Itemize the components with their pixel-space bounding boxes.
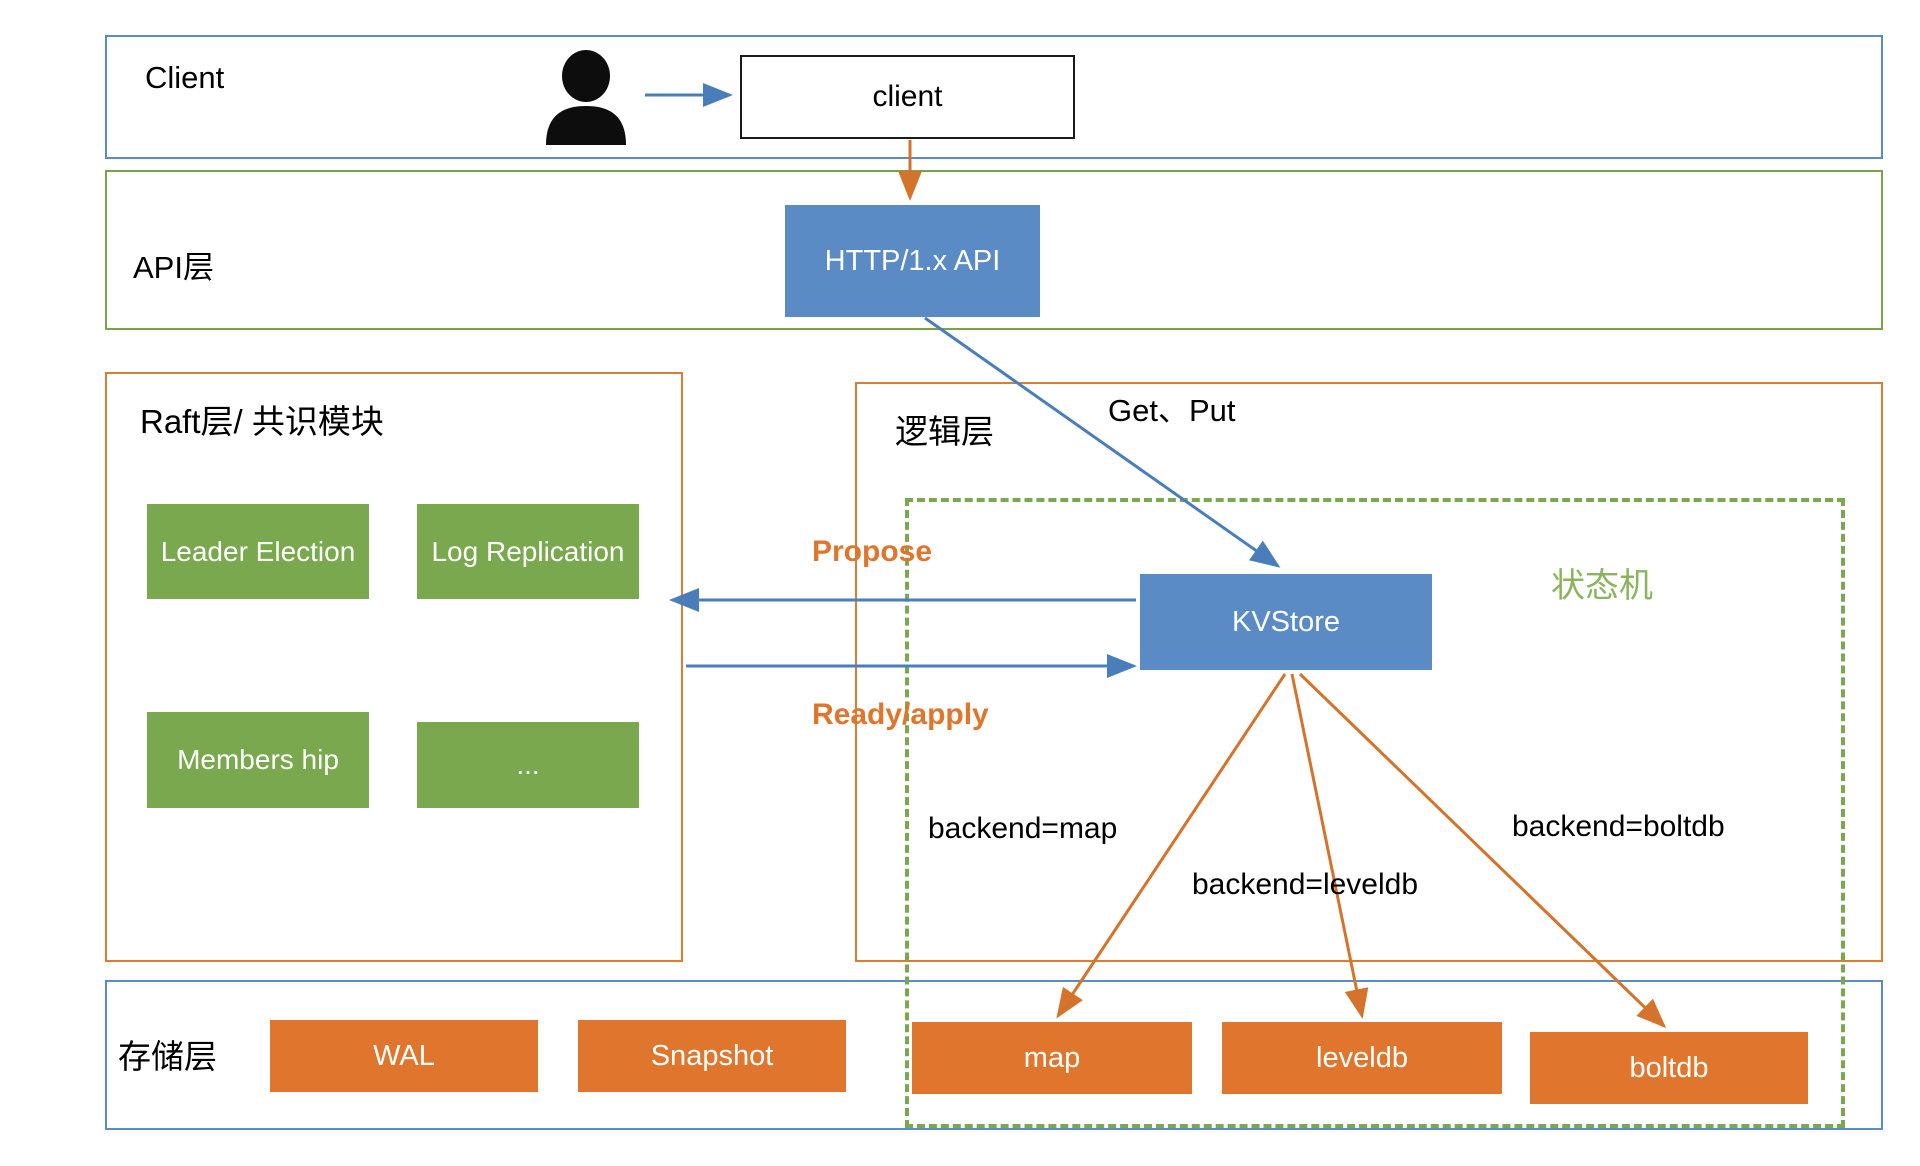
snapshot-node[interactable]: Snapshot — [578, 1020, 846, 1092]
boltdb-node[interactable]: boltdb — [1530, 1032, 1808, 1104]
map-node[interactable]: map — [912, 1022, 1192, 1094]
get-put-label: Get、Put — [1108, 393, 1236, 428]
http-api-node[interactable]: HTTP/1.x API — [785, 205, 1040, 317]
layer-label-storage: 存储层 — [118, 1038, 217, 1075]
state-machine-region — [905, 498, 1845, 1128]
backend-leveldb-label: backend=leveldb — [1192, 868, 1419, 901]
layer-label-api: API层 — [133, 250, 214, 285]
membership-node[interactable]: Members hip — [147, 712, 369, 808]
leader-election-node[interactable]: Leader Election — [147, 504, 369, 599]
kvstore-node[interactable]: KVStore — [1140, 574, 1432, 670]
client-node[interactable]: client — [740, 55, 1075, 139]
ready-apply-label: Ready/apply — [812, 698, 989, 731]
leveldb-node[interactable]: leveldb — [1222, 1022, 1502, 1094]
backend-map-label: backend=map — [928, 812, 1118, 845]
propose-label: Propose — [812, 535, 933, 568]
layer-label-client: Client — [145, 60, 225, 95]
layer-label-raft: Raft层/ 共识模块 — [140, 403, 384, 440]
user-icon — [540, 50, 632, 145]
more-modules-node[interactable]: ... — [417, 722, 639, 808]
state-machine-label: 状态机 — [1551, 567, 1653, 605]
log-replication-node[interactable]: Log Replication — [417, 504, 639, 599]
layer-raft — [105, 372, 683, 962]
backend-boltdb-label: backend=boltdb — [1512, 810, 1725, 843]
wal-node[interactable]: WAL — [270, 1020, 538, 1092]
layer-label-logic: 逻辑层 — [895, 413, 994, 450]
